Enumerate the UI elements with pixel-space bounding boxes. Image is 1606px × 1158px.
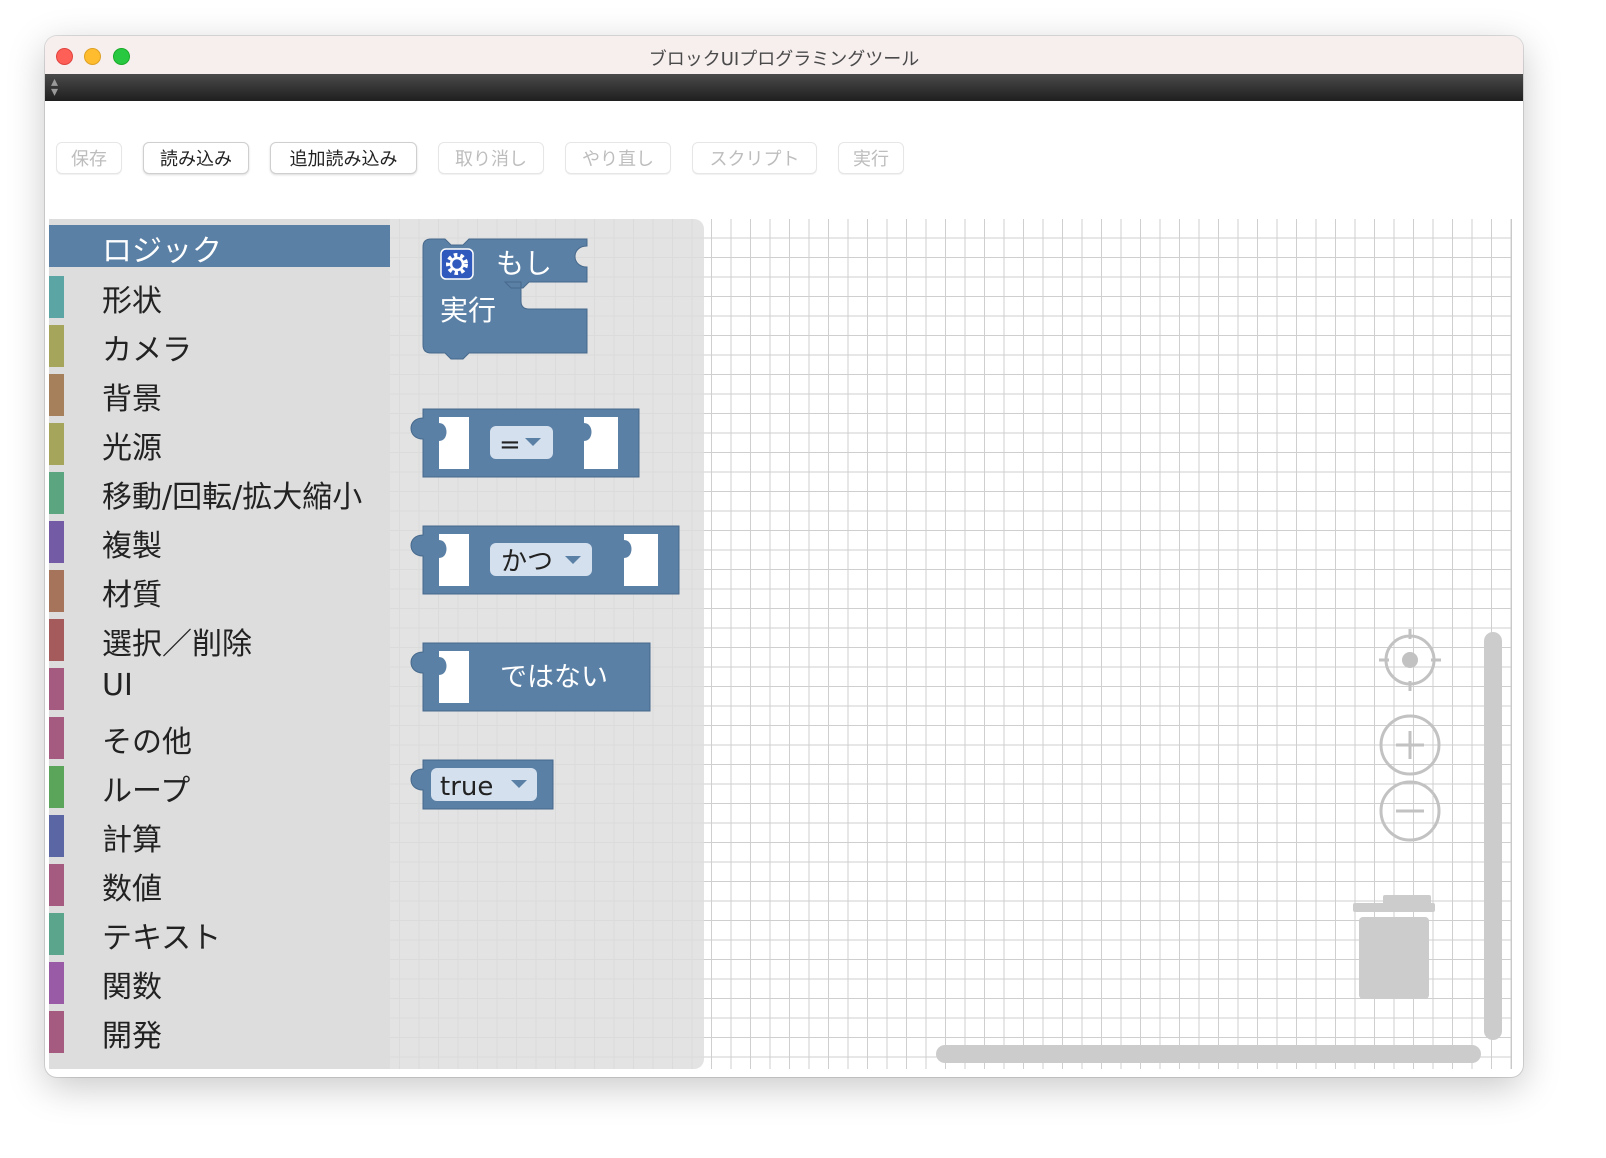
category-color-bar — [49, 913, 64, 955]
append-load-button[interactable]: 追加読み込み — [270, 142, 417, 174]
menu-bar: ▴▾ — [45, 74, 1523, 101]
script-button[interactable]: スクリプト — [692, 142, 817, 174]
chevron-down-icon — [511, 780, 527, 788]
category-light[interactable]: 光源 — [49, 419, 390, 466]
category-label: カメラ — [102, 333, 192, 368]
horizontal-scrollbar[interactable] — [936, 1045, 1481, 1063]
vertical-scrollbar[interactable] — [1484, 632, 1502, 1040]
category-color-bar — [49, 374, 64, 416]
category-logic[interactable]: ロジック — [49, 225, 390, 269]
menu-toggle-icon[interactable]: ▴▾ — [51, 74, 59, 100]
category-color-bar — [49, 276, 64, 318]
category-loop[interactable]: ループ — [49, 762, 390, 809]
maximize-window-button[interactable] — [113, 48, 130, 65]
category-label: 材質 — [102, 578, 162, 613]
category-color-bar — [49, 815, 64, 857]
category-label: テキスト — [102, 921, 222, 956]
category-color-bar — [49, 1011, 64, 1053]
save-button[interactable]: 保存 — [56, 142, 122, 174]
category-color-bar — [49, 962, 64, 1004]
title-bar: ブロックUIプログラミングツール — [45, 36, 1523, 75]
operator-dropdown[interactable] — [490, 426, 553, 459]
negate-block[interactable]: ではない — [410, 642, 651, 712]
run-button[interactable]: 実行 — [838, 142, 904, 174]
boolean-dropdown[interactable] — [431, 768, 537, 801]
category-color-bar — [49, 668, 64, 710]
trash-icon[interactable] — [1353, 895, 1435, 999]
category-label: その他 — [102, 725, 192, 760]
workspace-controls — [1353, 629, 1441, 999]
category-label: 複製 — [102, 529, 162, 564]
undo-button[interactable]: 取り消し — [438, 142, 544, 174]
category-transform[interactable]: 移動/回転/拡大縮小 — [49, 468, 390, 515]
app-window: ブロックUIプログラミングツール ▴▾ 保存 読み込み 追加読み込み 取り消し … — [45, 36, 1523, 1077]
close-window-button[interactable] — [56, 48, 73, 65]
category-label: 数値 — [102, 872, 162, 907]
chevron-down-icon — [525, 438, 541, 446]
category-ui[interactable]: UI — [49, 664, 390, 710]
category-label: ループ — [102, 774, 191, 809]
category-color-bar — [49, 521, 64, 563]
operation-operator: かつ — [501, 547, 553, 577]
category-label: 光源 — [102, 431, 162, 466]
category-label: 計算 — [102, 823, 162, 858]
category-shape[interactable]: 形状 — [49, 272, 390, 319]
category-color-bar — [49, 423, 64, 465]
category-color-bar — [49, 864, 64, 906]
category-number[interactable]: 数値 — [49, 860, 390, 907]
chevron-down-icon — [565, 556, 581, 564]
category-color-bar — [49, 717, 64, 759]
category-color-bar — [49, 570, 64, 612]
category-label: 開発 — [102, 1019, 162, 1054]
category-color-bar — [49, 766, 64, 808]
operator-dropdown[interactable] — [490, 543, 592, 576]
plus-icon[interactable] — [1379, 714, 1441, 776]
load-button[interactable]: 読み込み — [143, 142, 249, 174]
category-material[interactable]: 材質 — [49, 566, 390, 613]
if-block[interactable]: もし 実行 — [422, 238, 588, 360]
toolbox: ロジック 形状 カメラ 背景 光源 移動/回転/拡大縮小 複製 材質 選択／削除… — [49, 219, 390, 1069]
category-duplicate[interactable]: 複製 — [49, 517, 390, 564]
flyout-blocks: もし 実行 = かつ — [410, 238, 680, 810]
block-workspace[interactable]: ロジック 形状 カメラ 背景 光源 移動/回転/拡大縮小 複製 材質 選択／削除… — [49, 219, 1512, 1069]
boolean-value: true — [440, 772, 493, 802]
category-color-bar — [49, 472, 64, 514]
category-text[interactable]: テキスト — [49, 909, 390, 956]
logic-operation-block[interactable]: かつ — [410, 525, 680, 595]
category-label: 関数 — [102, 970, 162, 1005]
category-label: UI — [102, 668, 133, 703]
if-label: もし — [496, 247, 552, 280]
negate-label: ではない — [500, 662, 608, 693]
category-develop[interactable]: 開発 — [49, 1007, 390, 1054]
boolean-block[interactable]: true — [410, 759, 554, 810]
category-label: 選択／削除 — [102, 627, 252, 662]
category-label: ロジック — [102, 234, 222, 269]
category-color-bar — [49, 325, 64, 367]
compare-block[interactable]: = — [410, 408, 640, 478]
redo-button[interactable]: やり直し — [565, 142, 671, 174]
window-title: ブロックUIプログラミングツール — [648, 49, 920, 70]
minus-icon[interactable] — [1379, 780, 1441, 842]
category-other[interactable]: その他 — [49, 713, 390, 760]
category-math[interactable]: 計算 — [49, 811, 390, 858]
category-color-bar — [49, 619, 64, 661]
crosshair-icon[interactable] — [1379, 629, 1441, 691]
category-background[interactable]: 背景 — [49, 370, 390, 417]
category-label: 形状 — [102, 284, 162, 319]
gear-icon[interactable] — [440, 248, 474, 280]
minimize-window-button[interactable] — [84, 48, 101, 65]
compare-operator: = — [499, 430, 521, 460]
category-select-delete[interactable]: 選択／削除 — [49, 615, 390, 662]
category-label: 背景 — [102, 382, 162, 417]
category-label: 移動/回転/拡大縮小 — [102, 480, 363, 515]
do-label: 実行 — [440, 294, 496, 327]
category-function[interactable]: 関数 — [49, 958, 390, 1005]
category-camera[interactable]: カメラ — [49, 321, 390, 368]
